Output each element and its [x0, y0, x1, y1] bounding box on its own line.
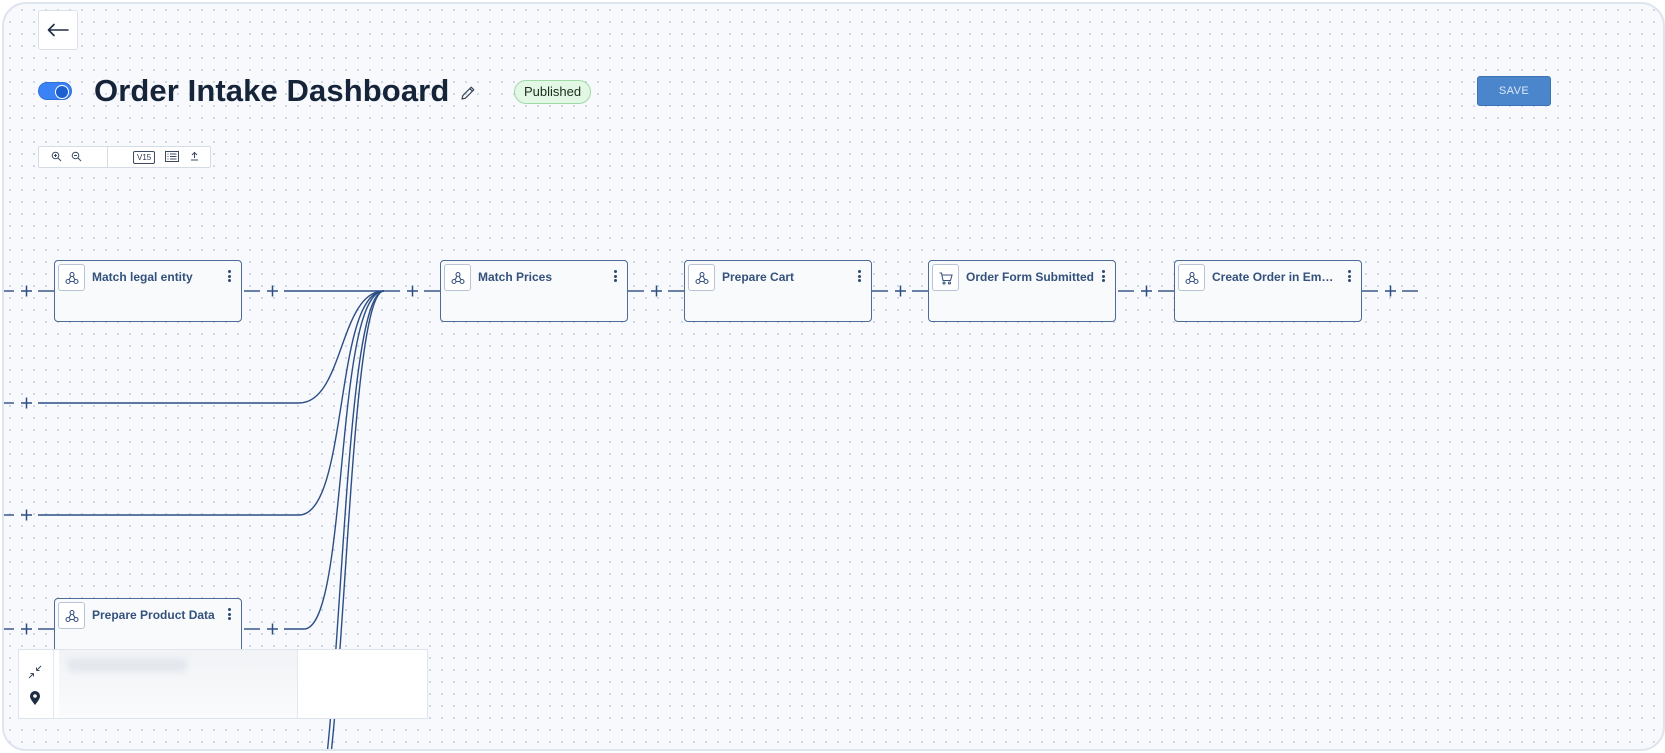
node-menu-kebab-icon[interactable] [856, 270, 862, 284]
workflow-node[interactable]: Order Form Submitted [928, 260, 1116, 322]
node-menu-kebab-icon[interactable] [1100, 270, 1106, 284]
page-title: Order Intake Dashboard [94, 73, 450, 108]
workflow-active-toggle[interactable] [38, 82, 72, 100]
node-menu-kebab-icon[interactable] [612, 270, 618, 284]
node-label: Prepare Product Data [92, 608, 215, 622]
minimap-preview[interactable] [59, 650, 297, 718]
pencil-edit-icon[interactable] [459, 84, 477, 102]
node-label: Order Form Submitted [966, 270, 1094, 284]
node-menu-kebab-icon[interactable] [226, 608, 232, 622]
collapse-icon[interactable] [27, 664, 43, 680]
location-pin-icon[interactable] [28, 690, 42, 706]
node-menu-kebab-icon[interactable] [226, 270, 232, 284]
node-menu-kebab-icon[interactable] [1346, 270, 1352, 284]
add-step-plus [21, 285, 32, 297]
minimap-controls [19, 650, 54, 718]
upload-icon[interactable] [190, 151, 199, 161]
version-badge[interactable]: V15 [133, 151, 156, 164]
cart-icon [932, 264, 959, 291]
webhook-icon [1178, 264, 1205, 291]
webhook-icon [444, 264, 471, 291]
canvas-toolbar: V15 [38, 146, 211, 168]
node-label: Match Prices [478, 270, 553, 284]
workflow-node[interactable]: Prepare Cart [684, 260, 872, 322]
webhook-icon [58, 602, 85, 629]
node-label: Match legal entity [92, 270, 193, 284]
zoom-out-icon[interactable] [71, 151, 82, 162]
zoom-in-icon[interactable] [51, 151, 62, 162]
workflow-node[interactable]: Match Prices [440, 260, 628, 322]
workflow-edges [4, 285, 1418, 749]
node-label: Create Order in Empo... [1212, 270, 1340, 284]
minimap-panel [18, 649, 428, 719]
webhook-icon [688, 264, 715, 291]
workflow-node[interactable]: Create Order in Empo... [1174, 260, 1362, 322]
back-button[interactable] [38, 10, 78, 50]
node-label: Prepare Cart [722, 270, 795, 284]
save-button[interactable]: SAVE [1477, 76, 1551, 106]
status-badge: Published [514, 80, 592, 104]
toggle-knob [55, 85, 69, 99]
list-icon[interactable] [165, 151, 179, 162]
minimap-divider [297, 650, 298, 718]
workflow-node[interactable]: Match legal entity [54, 260, 242, 322]
arrow-left-icon [47, 23, 69, 37]
webhook-icon [58, 264, 85, 291]
toolbar-divider [107, 147, 108, 167]
